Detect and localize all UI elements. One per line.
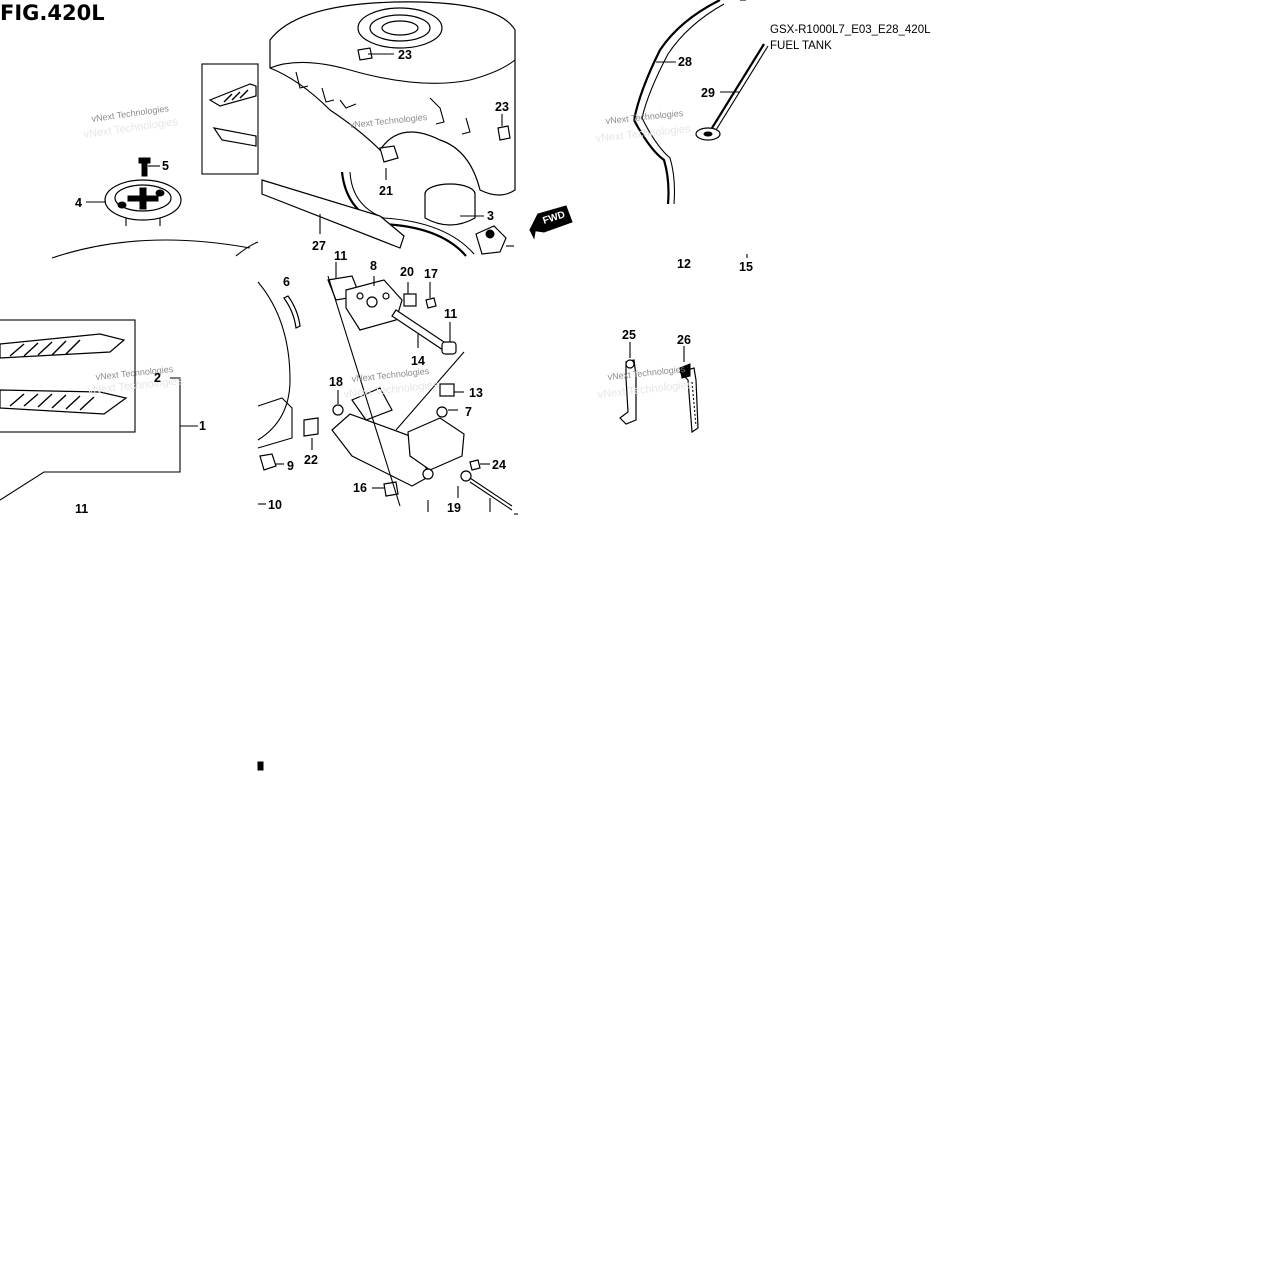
callout-23-top: 23	[398, 48, 412, 62]
emblem-box	[0, 319, 136, 433]
hose-28	[632, 0, 721, 205]
clamp-25	[619, 359, 637, 425]
pipe-14	[391, 309, 451, 353]
watermark-ghost: vNext Technologies	[595, 123, 691, 145]
callout-11-pump: 11	[444, 307, 457, 321]
emblem-part	[212, 127, 257, 147]
diagram-subtitle: FUEL TANK	[770, 40, 832, 52]
callout-labels: 1 2 3 4 5 6 7 8 9 10 11 11 11 12 13 14 1…	[75, 48, 753, 516]
callout-5: 5	[162, 159, 169, 173]
callout-28: 28	[678, 55, 692, 69]
panel-side-emblem: vNext Technologies vNext Technologies	[0, 319, 198, 501]
tank-cylinder-side	[424, 194, 476, 226]
callout-17: 17	[424, 267, 438, 281]
callout-4: 4	[75, 196, 82, 210]
part-22	[303, 417, 319, 437]
emblem-upper	[0, 333, 126, 359]
callout-26: 26	[677, 333, 691, 347]
panel-pump-bracket: vNext Technologies vNext Technologies	[257, 262, 518, 515]
callout-2: 2	[154, 371, 161, 385]
callout-1: 1	[199, 419, 206, 433]
figure-title: FIG.420L	[0, 1, 105, 25]
panel-fuel-cap: vNext Technologies vNext Technologies	[51, 63, 259, 259]
watermark-ghost: vNext Technologies	[597, 379, 693, 401]
rubber-strip	[261, 179, 405, 249]
emblem-box	[201, 63, 259, 175]
callout-6: 6	[283, 275, 290, 289]
clamp-26	[678, 367, 699, 434]
callout-12: 12	[677, 257, 691, 271]
callout-18: 18	[329, 375, 343, 389]
callout-23-right: 23	[495, 100, 509, 114]
callout-21: 21	[379, 184, 393, 198]
callout-22: 22	[304, 453, 318, 467]
tank-outline	[51, 239, 251, 259]
hose-29	[711, 43, 765, 129]
callout-7: 7	[465, 405, 472, 419]
callout-19: 19	[447, 501, 461, 515]
part-9	[259, 453, 277, 471]
callout-29: 29	[701, 86, 715, 100]
callout-10: 10	[268, 498, 282, 512]
emblem-part	[208, 83, 257, 107]
callout-8: 8	[370, 259, 377, 273]
callout-13: 13	[469, 386, 483, 400]
fuel-tank-body	[269, 1, 516, 196]
panel-fuel-tank: FWD vNext Technologies	[261, 1, 573, 257]
pump-unit	[407, 417, 465, 471]
emblem-lower	[0, 389, 128, 415]
callout-11-lower: 11	[75, 502, 88, 516]
callout-24: 24	[492, 458, 506, 472]
callout-27: 27	[312, 239, 326, 253]
callout-11-top: 11	[334, 249, 347, 263]
callout-14: 14	[411, 354, 425, 368]
callout-16: 16	[353, 481, 367, 495]
watermark-text: vNext Technologies	[607, 364, 686, 382]
bolt-head	[138, 157, 151, 164]
callout-3: 3	[487, 209, 494, 223]
callout-9: 9	[287, 459, 294, 473]
seal-6	[283, 295, 301, 329]
panel-clamps: vNext Technologies vNext Technologies	[597, 342, 699, 434]
model-code: GSX-R1000L7_E03_E28_420L	[770, 24, 931, 36]
callout-25: 25	[622, 328, 636, 342]
callout-20: 20	[400, 265, 414, 279]
tank-side-outline	[257, 281, 291, 441]
fragment-mark	[257, 761, 264, 771]
panel-hoses: vNext Technologies vNext Technologies	[595, 0, 769, 258]
callout-15: 15	[739, 260, 753, 274]
